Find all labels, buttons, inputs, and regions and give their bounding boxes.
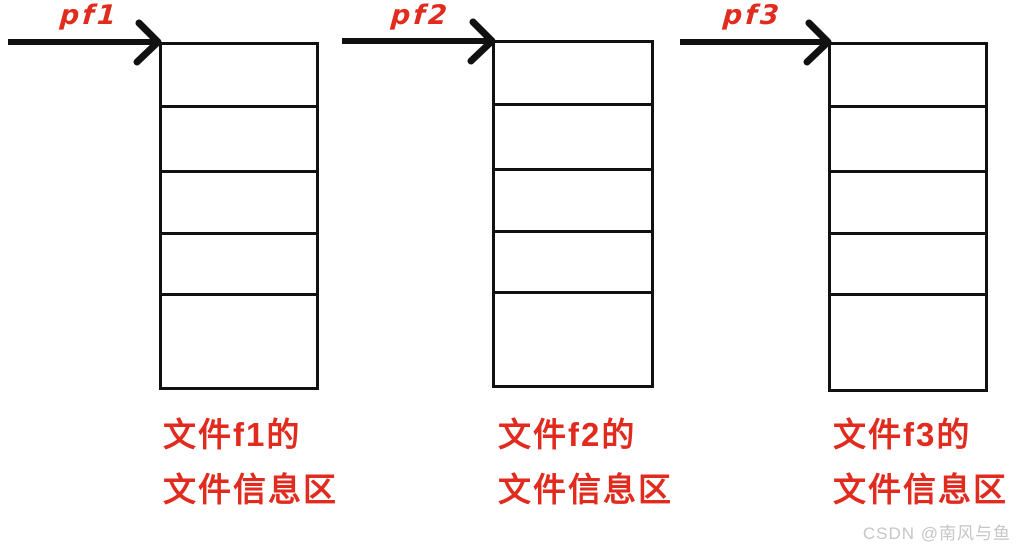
file-info-stack-f2 [492, 40, 654, 388]
pointer-arrow-icon [680, 19, 832, 66]
stack-cell [831, 45, 985, 108]
stack-cell [831, 296, 985, 389]
caption-line2: 文件信息区 [498, 471, 673, 508]
stack-cell [162, 296, 316, 387]
stack-caption-f1: 文件f1的 文件信息区 [163, 407, 338, 517]
caption-line2: 文件信息区 [833, 471, 1008, 508]
caption-line2: 文件信息区 [163, 471, 338, 508]
stack-cell [162, 108, 316, 173]
stack-cell [495, 294, 651, 385]
file-info-stack-f1 [159, 42, 319, 390]
stack-caption-f2: 文件f2的 文件信息区 [498, 407, 673, 517]
stack-caption-f3: 文件f3的 文件信息区 [833, 407, 1008, 517]
caption-line1: 文件f3的 [833, 416, 972, 453]
stack-cell [162, 173, 316, 235]
stack-cell [495, 106, 651, 171]
csdn-watermark: CSDN @南风与鱼 [862, 524, 1011, 543]
caption-line1: 文件f2的 [498, 416, 637, 453]
stack-cell [831, 173, 985, 235]
pointer-arrow-icon [342, 18, 496, 65]
stack-cell [495, 43, 651, 106]
stack-cell [831, 235, 985, 296]
stack-cell [162, 45, 316, 108]
stack-cell [831, 108, 985, 173]
stack-cell [162, 235, 316, 296]
caption-line1: 文件f1的 [163, 416, 302, 453]
stack-cell [495, 233, 651, 294]
file-info-stack-f3 [828, 42, 988, 392]
stack-cell [495, 171, 651, 233]
pointer-arrow-icon [8, 19, 162, 66]
